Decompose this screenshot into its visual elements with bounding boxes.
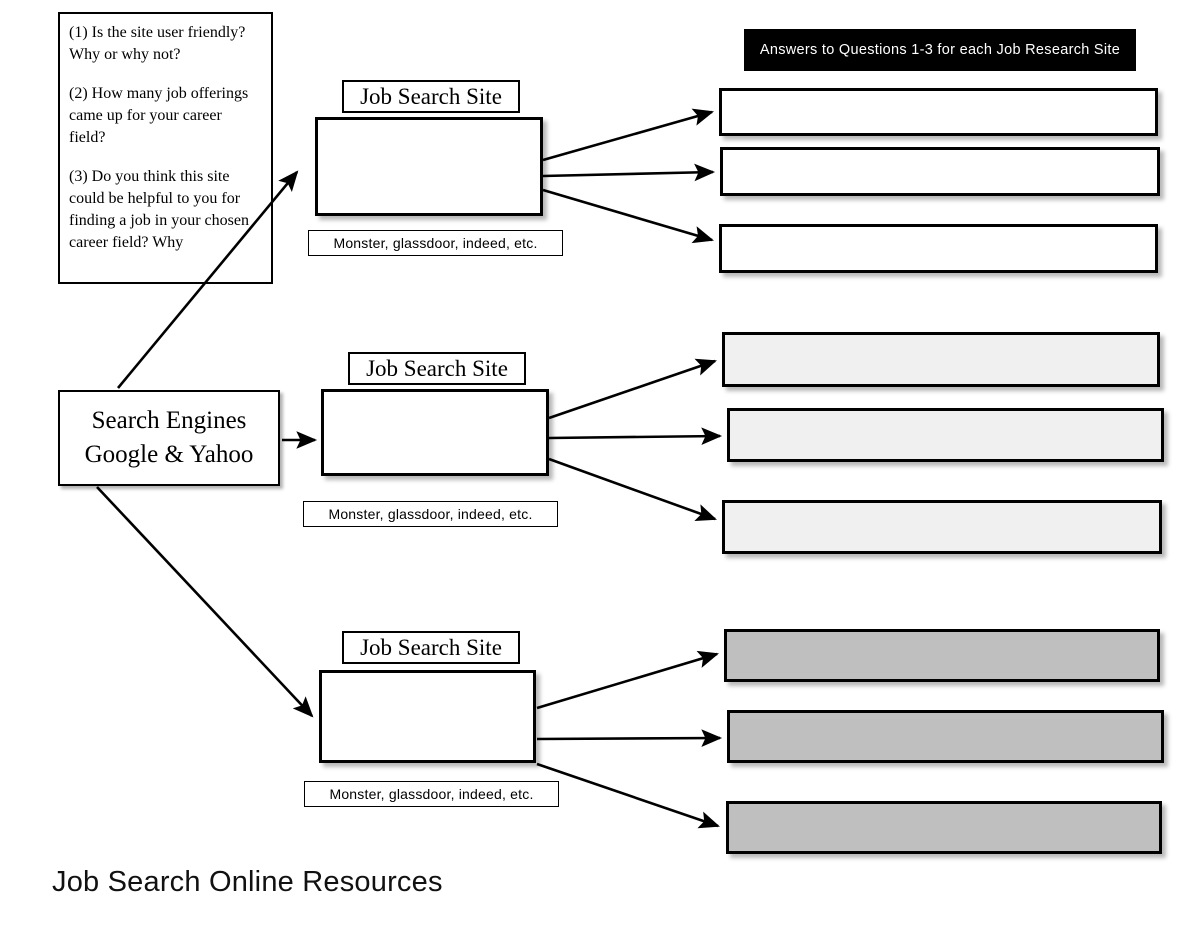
answer-box-3-2[interactable] <box>727 710 1164 763</box>
job-search-site-box-3[interactable] <box>319 670 536 763</box>
arrow-site-2-to-answer-1 <box>548 358 717 420</box>
job-search-site-label-1: Job Search Site <box>342 80 520 113</box>
search-engines-box: Search Engines Google & Yahoo <box>58 390 280 486</box>
job-search-site-box-2[interactable] <box>321 389 549 476</box>
job-search-site-caption-2: Monster, glassdoor, indeed, etc. <box>303 501 558 527</box>
answer-box-3-3[interactable] <box>726 801 1162 854</box>
search-engines-subtitle: Google & Yahoo <box>84 441 254 468</box>
arrow-site-1-to-answer-3 <box>542 188 714 244</box>
answer-box-1-2[interactable] <box>720 147 1160 196</box>
arrow-site-2-to-answer-2 <box>548 427 723 446</box>
arrow-site-3-to-answer-1 <box>536 650 719 710</box>
answers-banner: Answers to Questions 1-3 for each Job Re… <box>744 29 1136 71</box>
answer-box-2-1[interactable] <box>722 332 1160 387</box>
arrow-site-3-to-answer-3 <box>536 762 720 829</box>
answer-box-2-2[interactable] <box>727 408 1164 462</box>
job-search-site-label-2: Job Search Site <box>348 352 526 385</box>
answer-box-2-3[interactable] <box>722 500 1162 554</box>
arrow-site-3-to-answer-2 <box>536 729 723 747</box>
arrow-engines-to-site-3 <box>96 486 314 718</box>
answer-box-1-1[interactable] <box>719 88 1158 136</box>
job-search-site-caption-3: Monster, glassdoor, indeed, etc. <box>304 781 559 807</box>
answer-box-3-1[interactable] <box>724 629 1160 682</box>
question-item-2: (2) How many job offerings came up for y… <box>69 85 249 146</box>
search-engines-title: Search Engines <box>91 407 247 434</box>
arrow-site-1-to-answer-2 <box>542 163 716 182</box>
job-search-site-box-1[interactable] <box>315 117 543 216</box>
arrow-site-1-to-answer-1 <box>542 108 715 162</box>
answer-box-1-3[interactable] <box>719 224 1158 273</box>
job-search-site-caption-1: Monster, glassdoor, indeed, etc. <box>308 230 563 256</box>
question-item-3: (3) Do you think this site could be help… <box>69 168 249 251</box>
student-questions-box: (1) Is the site user friendly? Why or wh… <box>58 12 273 284</box>
arrow-site-2-to-answer-3 <box>548 457 717 521</box>
question-item-1: (1) Is the site user friendly? Why or wh… <box>69 24 246 63</box>
job-search-site-label-3: Job Search Site <box>342 631 520 664</box>
page-title: Job Search Online Resources <box>52 866 443 898</box>
